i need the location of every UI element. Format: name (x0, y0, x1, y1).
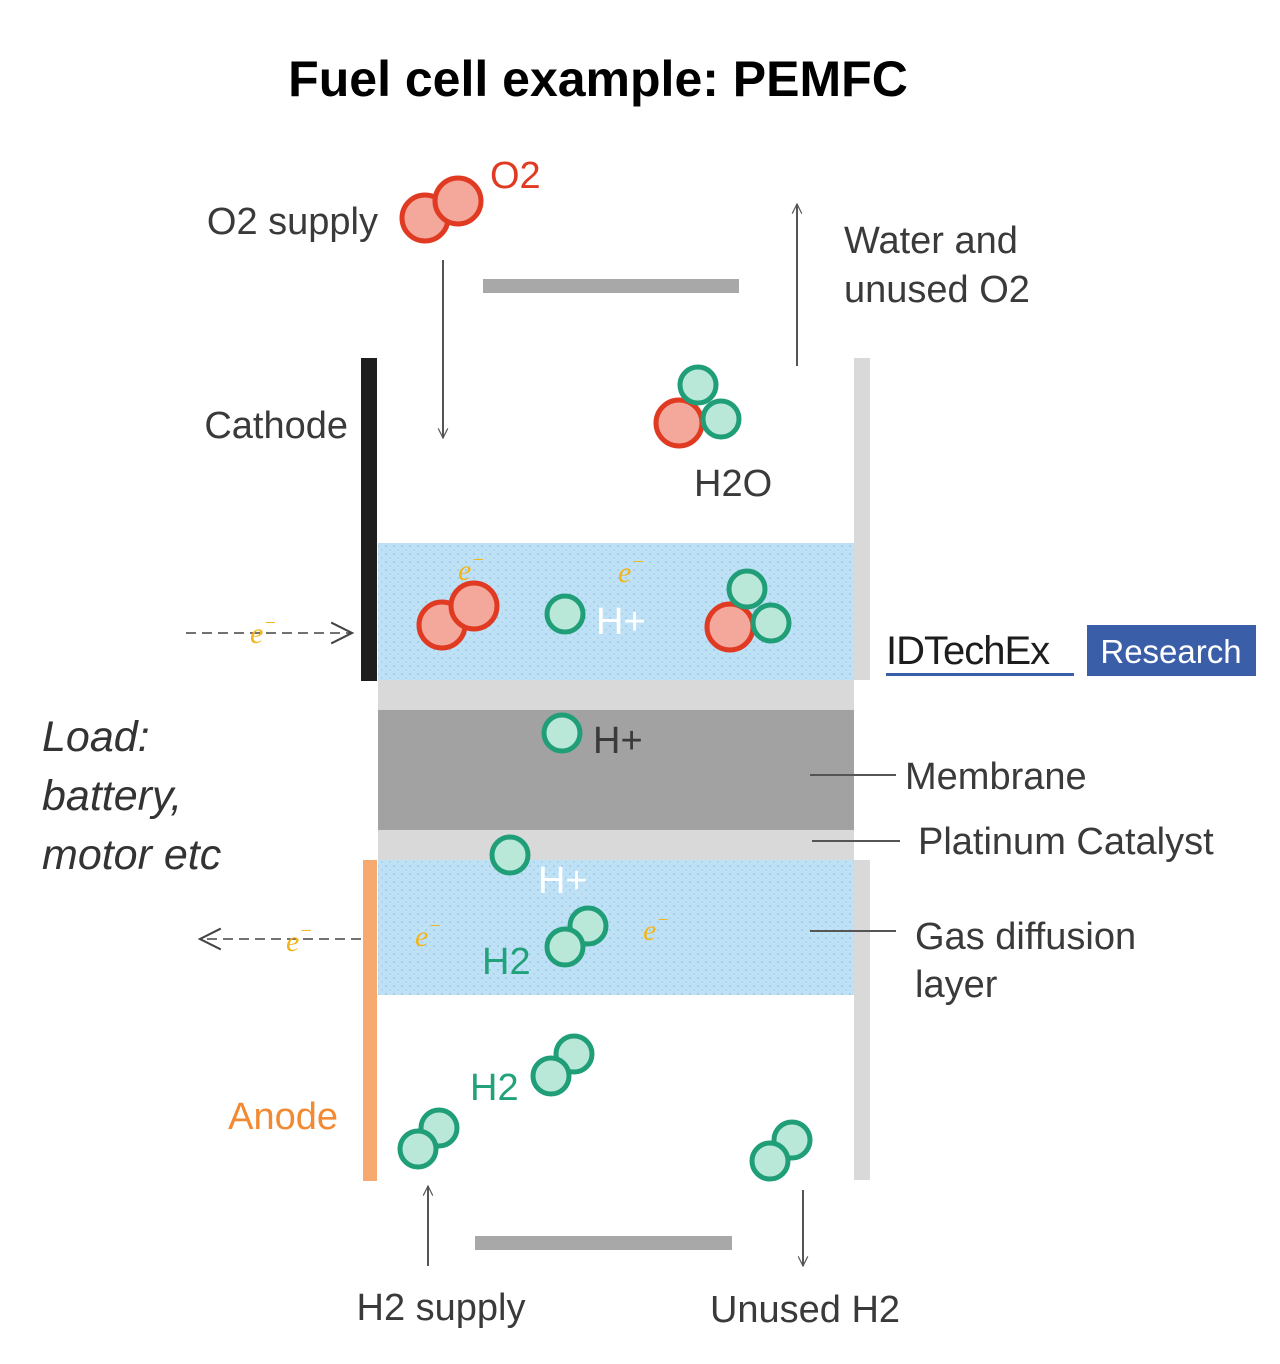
water-out-label-line1: Water and (844, 220, 1018, 262)
h2-anode-layer-label: H2 (482, 941, 531, 983)
anode-plate (363, 860, 377, 1181)
proton-cathode-label: H+ (596, 601, 646, 643)
cathode-plate (361, 358, 377, 681)
h2-anode-label: H2 (470, 1067, 519, 1109)
anode-gas-diffusion-layer (378, 860, 854, 995)
h2o-label: H2O (694, 463, 772, 505)
right-wall-lower (854, 860, 870, 1180)
unused-h2-label: Unused H2 (710, 1289, 900, 1331)
electron-label-4: e− (643, 909, 670, 947)
water-out-label-line2: unused O2 (844, 269, 1030, 311)
bottom-flow-bar (475, 1236, 732, 1250)
electron-label-in: e− (250, 612, 277, 650)
electron-label-1: e− (458, 549, 485, 587)
electron-label-3: e− (415, 915, 442, 953)
proton-membrane-label: H+ (593, 720, 643, 762)
o2-molecule-supply (399, 175, 484, 244)
gas-diffusion-label-line2: layer (915, 964, 998, 1006)
right-wall-upper (854, 358, 870, 680)
load-label-line3: motor etc (42, 831, 222, 879)
anode-platinum-catalyst (378, 830, 854, 860)
membrane-layer (378, 710, 854, 830)
anode-label: Anode (228, 1096, 338, 1138)
o2-molecule-label: O2 (490, 155, 541, 197)
proton-anode (489, 834, 531, 876)
proton-cathode (544, 593, 586, 635)
h2-molecule-anode-1 (530, 1033, 595, 1097)
gas-diffusion-label-line1: Gas diffusion (915, 916, 1136, 958)
logo-underline (886, 673, 1074, 676)
h2-molecule-exhaust (749, 1119, 813, 1182)
cathode-label: Cathode (204, 405, 348, 447)
load-label-line2: battery, (42, 772, 182, 820)
logo-name: IDTechEx (886, 629, 1050, 673)
electron-label-out: e− (286, 920, 313, 958)
membrane-label: Membrane (905, 756, 1087, 798)
platinum-catalyst-label: Platinum Catalyst (918, 821, 1214, 863)
logo-research-text: Research (1100, 633, 1241, 670)
page-title: Fuel cell example: PEMFC (288, 51, 908, 107)
h2-supply-label: H2 supply (357, 1287, 526, 1329)
proton-membrane (541, 712, 583, 754)
h2-molecule-anode-layer (544, 905, 609, 968)
proton-anode-label: H+ (538, 860, 588, 902)
h2-molecule-supply (397, 1107, 460, 1170)
o2-supply-label: O2 supply (207, 201, 378, 243)
top-flow-bar (483, 279, 739, 293)
idtechex-logo: IDTechEx Research (886, 625, 1256, 676)
electron-label-2: e− (618, 551, 645, 589)
o2-molecule-cathode (416, 580, 500, 651)
h2o-molecule-cathode (704, 568, 792, 653)
load-label-line1: Load: (42, 713, 150, 761)
logo-research-box (1087, 625, 1256, 676)
h2o-molecule-outlet (653, 364, 742, 449)
cathode-platinum-catalyst (378, 680, 854, 710)
